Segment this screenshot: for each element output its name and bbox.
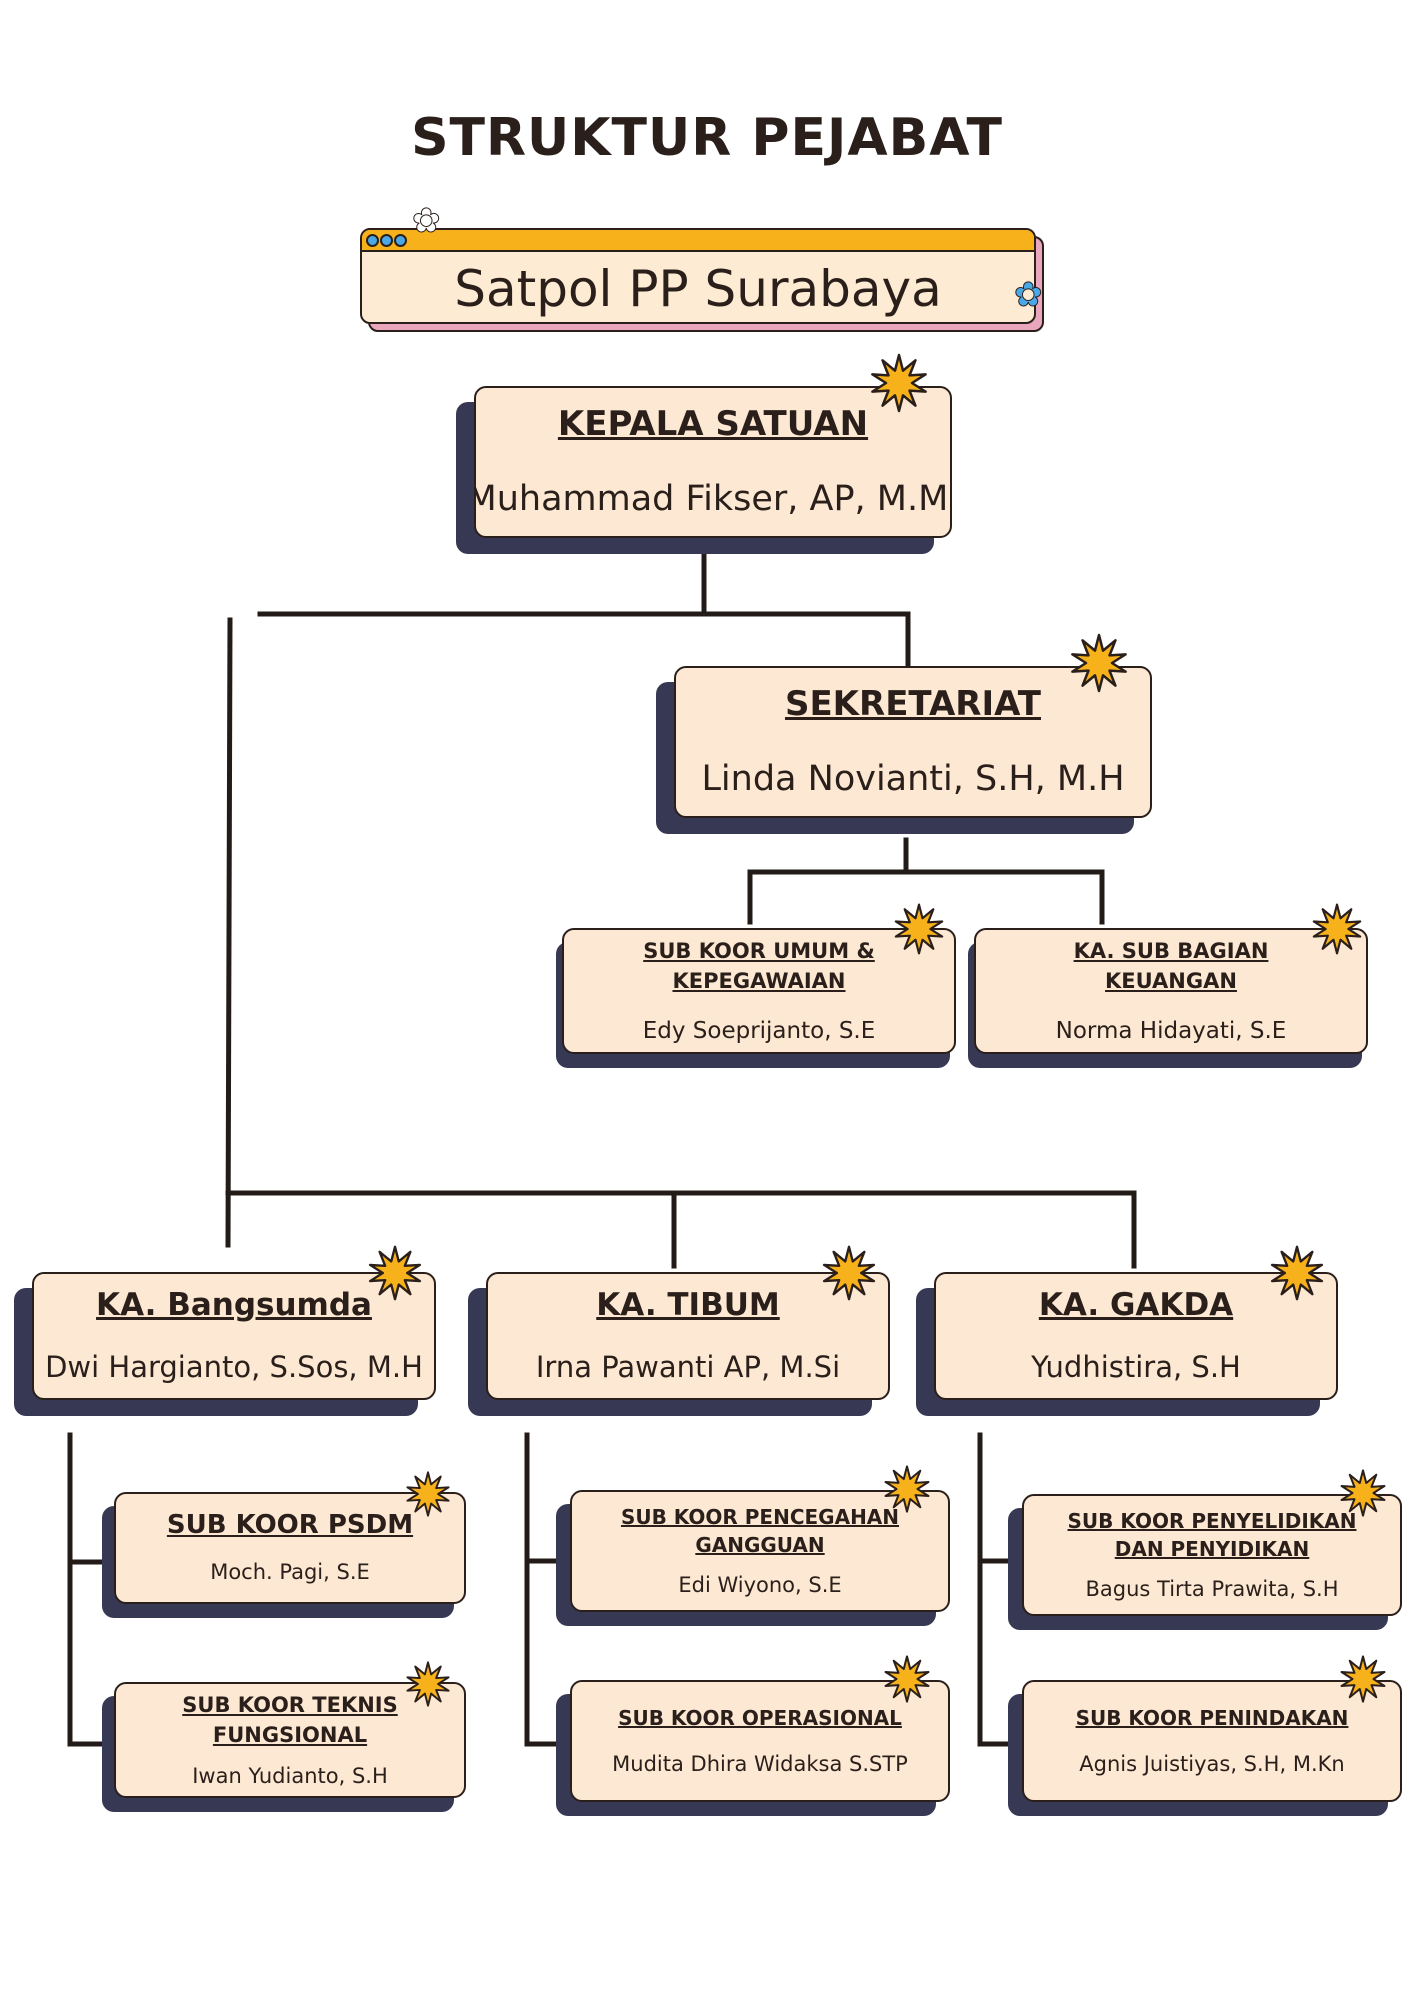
star-burst-icon — [894, 903, 944, 955]
star-burst-icon — [871, 353, 927, 413]
official-name: Norma Hidayati, S.E — [1055, 1018, 1287, 1044]
official-name: Linda Novianti, S.H, M.H — [701, 759, 1125, 799]
star-burst-icon — [1071, 633, 1127, 693]
card-sub-koor-psdm: SUB KOOR PSDM Moch. Pagi, S.E — [102, 1471, 466, 1618]
card-ka-bangsumda: KA. Bangsumda Dwi Hargianto, S.Sos, M.H — [14, 1245, 436, 1416]
official-name: Mudita Dhira Widaksa S.STP — [612, 1752, 908, 1776]
position-title: SUB KOOR TEKNIS FUNGSIONAL — [182, 1693, 398, 1747]
official-name: Irna Pawanti AP, M.Si — [535, 1350, 841, 1384]
position-title: KA. TIBUM — [596, 1287, 780, 1323]
position-title: SUB KOOR PENCEGAHAN GANGGUAN — [620, 1505, 900, 1557]
card-ka-gakda: KA. GAKDA Yudhistira, S.H — [916, 1245, 1338, 1416]
official-name: Muhammad Fikser, AP, M.M. — [474, 479, 952, 519]
position-title: SUB KOOR OPERASIONAL — [618, 1706, 902, 1730]
card-ka-sub-bagian-keuangan: KA. SUB BAGIAN KEUANGAN Norma Hidayati, … — [968, 903, 1368, 1068]
window-dots-icon — [394, 234, 407, 247]
star-burst-icon — [1340, 1655, 1386, 1703]
card-face: KA. SUB BAGIAN KEUANGAN Norma Hidayati, … — [974, 928, 1368, 1054]
card-sekretariat: SEKRETARIAT Linda Novianti, S.H, M.H — [656, 633, 1152, 834]
official-name: Agnis Juistiyas, S.H, M.Kn — [1079, 1752, 1345, 1776]
position-title: SUB KOOR PENYELIDIKAN DAN PENYIDIKAN — [1067, 1509, 1357, 1561]
header-window: Satpol PP Surabaya — [360, 228, 1036, 324]
card-sub-koor-operasional: SUB KOOR OPERASIONAL Mudita Dhira Widaks… — [556, 1655, 950, 1816]
card-face: KEPALA SATUAN Muhammad Fikser, AP, M.M. — [474, 386, 952, 538]
card-sub-koor-teknis-fungsional: SUB KOOR TEKNIS FUNGSIONAL Iwan Yudianto… — [102, 1661, 466, 1812]
card-face: SUB KOOR PENINDAKAN Agnis Juistiyas, S.H… — [1022, 1680, 1402, 1802]
daisy-icon: ✿ — [412, 202, 441, 240]
star-burst-icon — [1340, 1469, 1386, 1517]
position-title: KA. Bangsumda — [96, 1287, 372, 1323]
page-title: STRUKTUR PEJABAT — [411, 108, 1003, 168]
card-face: SUB KOOR UMUM & KEPEGAWAIAN Edy Soeprija… — [562, 928, 956, 1054]
official-name: Dwi Hargianto, S.Sos, M.H — [45, 1350, 423, 1384]
card-sub-koor-umum-kepegawaian: SUB KOOR UMUM & KEPEGAWAIAN Edy Soeprija… — [556, 903, 956, 1068]
card-face: KA. TIBUM Irna Pawanti AP, M.Si — [486, 1272, 890, 1400]
official-name: Moch. Pagi, S.E — [210, 1560, 370, 1584]
window-title-bar — [362, 230, 1034, 252]
card-sub-koor-penyelidikan-penyidikan: SUB KOOR PENYELIDIKAN DAN PENYIDIKAN Bag… — [1008, 1469, 1402, 1630]
star-burst-icon — [406, 1661, 450, 1707]
star-burst-icon — [368, 1245, 422, 1301]
position-title: SUB KOOR PSDM — [166, 1510, 414, 1540]
card-sub-koor-penindakan: SUB KOOR PENINDAKAN Agnis Juistiyas, S.H… — [1008, 1655, 1402, 1816]
card-face: SUB KOOR PENCEGAHAN GANGGUAN Edi Wiyono,… — [570, 1490, 950, 1612]
card-ka-tibum: KA. TIBUM Irna Pawanti AP, M.Si — [468, 1245, 890, 1416]
card-face: SUB KOOR PENYELIDIKAN DAN PENYIDIKAN Bag… — [1022, 1494, 1402, 1616]
card-face: SUB KOOR OPERASIONAL Mudita Dhira Widaks… — [570, 1680, 950, 1802]
position-title: KEPALA SATUAN — [557, 404, 869, 444]
official-name: Edy Soeprijanto, S.E — [642, 1018, 876, 1044]
position-title: SUB KOOR PENINDAKAN — [1075, 1706, 1349, 1730]
window-dots-icon — [366, 234, 379, 247]
card-kepala-satuan: KEPALA SATUAN Muhammad Fikser, AP, M.M. — [456, 353, 952, 554]
position-title: SUB KOOR UMUM & KEPEGAWAIAN — [643, 939, 875, 993]
position-title: KA. GAKDA — [1038, 1287, 1234, 1323]
star-burst-icon — [884, 1655, 930, 1703]
card-face: SEKRETARIAT Linda Novianti, S.H, M.H — [674, 666, 1152, 818]
daisy-icon: ✿ — [1014, 276, 1043, 314]
card-sub-koor-pencegahan-gangguan: SUB KOOR PENCEGAHAN GANGGUAN Edi Wiyono,… — [556, 1465, 950, 1626]
organization-name: Satpol PP Surabaya — [454, 260, 942, 318]
star-burst-icon — [822, 1245, 876, 1301]
card-face: SUB KOOR TEKNIS FUNGSIONAL Iwan Yudianto… — [114, 1682, 466, 1798]
official-name: Yudhistira, S.H — [1031, 1350, 1241, 1384]
position-title: KA. SUB BAGIAN KEUANGAN — [1073, 939, 1269, 993]
star-burst-icon — [1270, 1245, 1324, 1301]
star-burst-icon — [406, 1471, 450, 1517]
card-face: KA. GAKDA Yudhistira, S.H — [934, 1272, 1338, 1400]
position-title: SEKRETARIAT — [784, 684, 1041, 724]
card-face: SUB KOOR PSDM Moch. Pagi, S.E — [114, 1492, 466, 1604]
official-name: Bagus Tirta Prawita, S.H — [1085, 1577, 1339, 1601]
card-face: KA. Bangsumda Dwi Hargianto, S.Sos, M.H — [32, 1272, 436, 1400]
star-burst-icon — [884, 1465, 930, 1513]
official-name: Iwan Yudianto, S.H — [192, 1764, 388, 1788]
official-name: Edi Wiyono, S.E — [678, 1573, 842, 1597]
star-burst-icon — [1312, 903, 1362, 955]
organization-header: Satpol PP Surabaya ✿ ✿ — [360, 204, 1044, 332]
window-dots-icon — [380, 234, 393, 247]
